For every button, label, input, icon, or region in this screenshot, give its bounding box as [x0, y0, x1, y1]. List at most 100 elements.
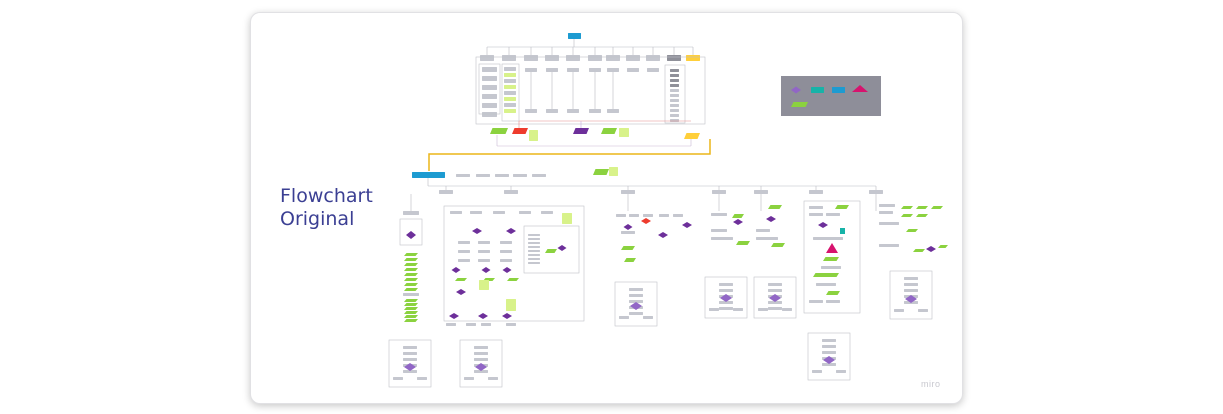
decision-diamond: [769, 294, 781, 302]
io-step: [732, 214, 744, 218]
subflow-card: [388, 339, 432, 388]
subflow-card: [753, 276, 797, 319]
sitemap-page: [670, 119, 679, 122]
section-page: [869, 190, 883, 194]
sitemap-page: [482, 103, 497, 108]
process-box: [719, 283, 733, 286]
io-step: [404, 311, 418, 314]
process-box: [417, 377, 427, 380]
breadcrumb-node: [456, 174, 470, 177]
decision-diamond: [456, 289, 466, 295]
io-step-error: [512, 128, 528, 134]
io-step: [601, 128, 617, 134]
io-step: [593, 169, 609, 175]
process-box: [541, 211, 553, 214]
sitemap-page: [504, 67, 516, 71]
sitemap-page: [670, 69, 679, 72]
section-page: [504, 190, 518, 194]
top-level-page: [606, 55, 620, 61]
process-box: [478, 250, 490, 253]
process-box: [619, 316, 629, 319]
decision-diamond-error: [641, 218, 651, 224]
top-level-page: [524, 55, 538, 61]
sitemap-page: [670, 84, 679, 87]
subflow-card: [889, 270, 933, 320]
sitemap-page: [504, 109, 516, 113]
board-title: Flowchart Original: [280, 185, 373, 231]
process-box: [393, 377, 403, 380]
sticky-note: [609, 167, 618, 176]
io-step: [916, 206, 928, 209]
process-box: [458, 259, 470, 262]
decision-diamond: [404, 363, 416, 371]
process-box: [719, 307, 733, 310]
io-step: [455, 278, 467, 281]
process-box: [458, 241, 470, 244]
process-box: [768, 289, 782, 292]
sitemap-page: [670, 104, 679, 107]
process-box: [809, 300, 823, 303]
process-box: [403, 358, 417, 361]
process-box: [474, 370, 488, 373]
process-box: [809, 213, 823, 216]
legend-panel: [781, 76, 881, 116]
io-step: [507, 278, 519, 281]
process-box: [528, 238, 540, 240]
decision-diamond: [502, 267, 512, 273]
sitemap-page: [670, 94, 679, 97]
sitemap-page: [482, 85, 497, 90]
io-step: [768, 205, 782, 209]
section-page: [621, 190, 635, 194]
process-box: [446, 323, 456, 326]
group-frame: [443, 205, 585, 322]
io-step: [404, 268, 418, 271]
process-box: [813, 237, 843, 240]
decision-diamond: [502, 313, 512, 319]
process-box: [812, 370, 822, 373]
breadcrumb-node: [513, 174, 527, 177]
decision-diamond: [406, 231, 416, 239]
io-step: [404, 307, 418, 310]
decision-diamond: [478, 313, 488, 319]
io-step: [835, 205, 849, 209]
process-box: [474, 352, 488, 355]
sitemap-page: [670, 109, 679, 112]
breadcrumb-node: [495, 174, 509, 177]
sitemap-page: [670, 74, 679, 77]
process-box: [758, 308, 768, 311]
legend-rect-icon: [832, 87, 845, 93]
decision-diamond: [823, 356, 835, 364]
process-box: [879, 244, 899, 247]
io-step: [931, 206, 943, 209]
process-box: [826, 213, 840, 216]
sitemap-page: [670, 114, 679, 117]
process-box: [528, 254, 540, 256]
group-frame: [523, 225, 580, 274]
process-box: [756, 229, 770, 232]
process-box: [616, 214, 626, 217]
process-box: [621, 231, 635, 234]
subflow-card: [614, 281, 658, 327]
sticky-note: [529, 130, 538, 141]
sitemap-page: [504, 91, 516, 95]
process-box: [711, 213, 727, 216]
process-box: [826, 300, 840, 303]
decision-diamond: [766, 216, 776, 222]
decision-diamond: [623, 224, 633, 230]
miro-board[interactable]: Flowchart Original miro: [250, 12, 963, 404]
process-box: [493, 211, 505, 214]
process-box: [719, 289, 733, 292]
sticky-note: [479, 280, 489, 290]
sitemap-subframe: [501, 63, 520, 122]
process-box: [836, 370, 846, 373]
sitemap-page: [670, 79, 679, 82]
sticky-note: [619, 128, 629, 137]
decision-diamond: [630, 302, 642, 310]
sitemap-page: [482, 112, 497, 117]
process-box: [629, 214, 639, 217]
process-box: [904, 289, 918, 292]
sitemap-page: [546, 109, 558, 113]
io-step: [826, 291, 840, 295]
process-box: [894, 309, 904, 312]
sitemap-page: [482, 67, 497, 72]
